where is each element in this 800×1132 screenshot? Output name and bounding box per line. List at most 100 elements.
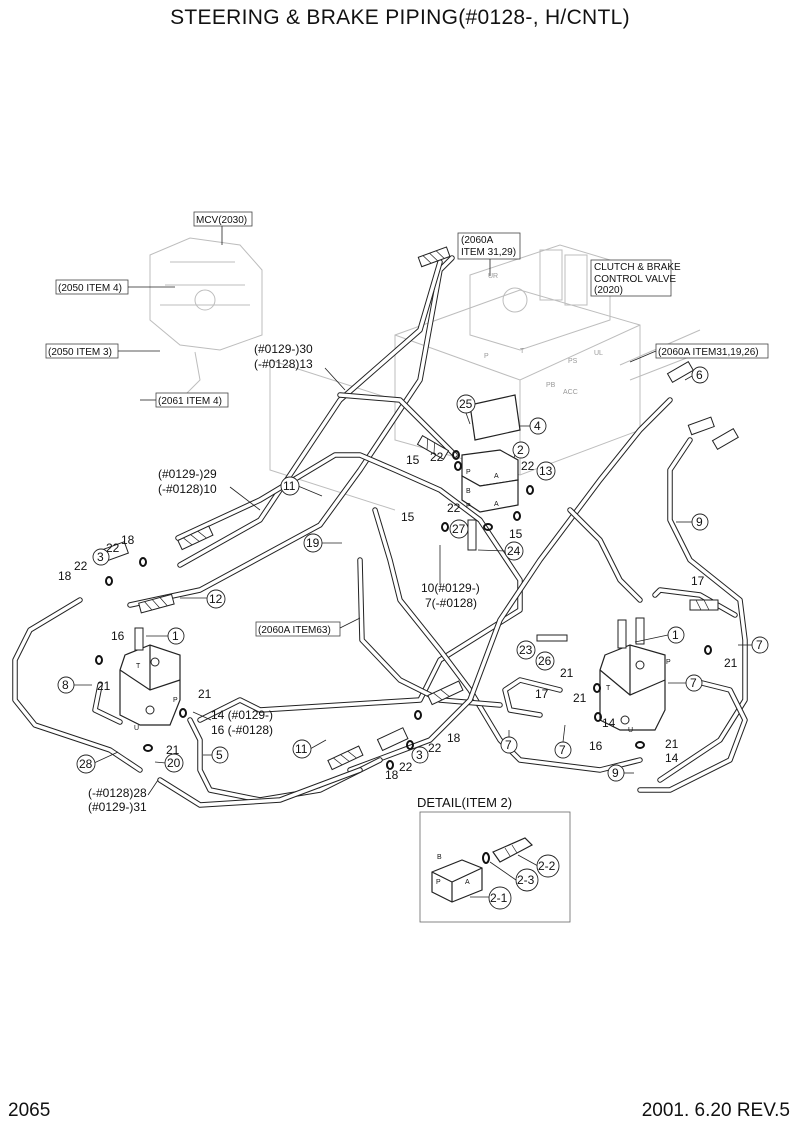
label-10b-variant: 10(#0129-): [421, 581, 480, 595]
callout-27: 27: [452, 522, 466, 536]
valve-block-right: P T U: [599, 617, 671, 734]
detail-item-2-3: 2-3: [517, 873, 535, 887]
callout-14c: 14: [665, 751, 679, 765]
ref-2060a-item63: (2060A ITEM63): [258, 625, 331, 636]
callout-21g: 21: [665, 737, 679, 751]
port-label-center-a2: A: [494, 501, 499, 508]
callout-22f: 22: [428, 741, 442, 755]
callout-21d: 21: [724, 656, 738, 670]
o-rings: [95, 450, 712, 770]
ref-2060a-item31: (2060A ITEM31,19,26): [658, 347, 759, 358]
pipe-63: [357, 557, 503, 708]
ref-2061-item-4: (2061 ITEM 4): [158, 396, 222, 407]
hose-fitting-9: [687, 416, 715, 436]
label-10-variant: (-#0128)10: [158, 482, 217, 496]
ghost-label-pb: PB: [546, 382, 556, 389]
ref-mcv: MCV(2030): [196, 215, 247, 226]
port-label-center-p: P: [466, 469, 471, 476]
label-31-variant: (#0129-)31: [88, 800, 147, 814]
ref-2060a-line1: (2060A: [461, 235, 494, 246]
valve-block-left: P T U: [119, 627, 181, 732]
pipe-5: [187, 717, 383, 803]
callout-11: 11: [283, 479, 296, 493]
ghost-label-acc: ACC: [563, 389, 578, 396]
callout-4: 4: [534, 419, 541, 433]
callout-2: 2: [517, 443, 524, 457]
callout-1b: 1: [672, 628, 679, 642]
callout-24: 24: [507, 544, 521, 558]
callout-19: 19: [306, 536, 320, 550]
detail-port-p: P: [436, 879, 441, 886]
ref-2050-item-4: (2050 ITEM 4): [58, 283, 122, 294]
callout-9b: 9: [612, 766, 619, 780]
label-16-variant: 16 (-#0128): [211, 723, 273, 737]
hose-fitting-6: [666, 360, 694, 384]
bolt-23: [536, 634, 568, 642]
ghost-label-ur: UR: [488, 273, 498, 280]
label-29-variant: (#0129-)29: [158, 467, 217, 481]
diagram-title: STEERING & BRAKE PIPING(#0128-, H/CNTL): [170, 6, 630, 29]
hose-fitting-17: [689, 599, 719, 611]
callout-7c: 7: [505, 738, 512, 752]
valve-block-center: P A B P A: [461, 394, 521, 513]
callout-13: 13: [539, 464, 553, 478]
callout-22d: 22: [447, 501, 461, 515]
ghost-label-ul: UL: [594, 350, 603, 357]
callout-6: 6: [696, 368, 703, 382]
port-label-right-t: T: [606, 685, 611, 692]
bolt-24: [467, 519, 477, 551]
hose-fitting-bottom: [327, 745, 364, 771]
port-label-center-p2: P: [466, 503, 471, 510]
ref-2050-item-3: (2050 ITEM 3): [48, 347, 112, 358]
callout-3b: 3: [416, 748, 423, 762]
callout-15a: 15: [406, 453, 420, 467]
detail-port-a: A: [465, 879, 470, 886]
part-callouts: 1 1 2 4 5 6 7: [57, 366, 769, 782]
callout-25: 25: [459, 397, 473, 411]
pipe-10: [177, 259, 443, 568]
hose-fitting-bottom-mid: [427, 680, 464, 706]
hose-fitting-3-bottom: [376, 727, 409, 752]
callout-21b: 21: [198, 687, 212, 701]
ghost-label-ps: PS: [568, 358, 578, 365]
pipe-28: [157, 767, 363, 808]
pipe-7-long: [372, 507, 643, 773]
label-7b-variant: 7(-#0128): [425, 596, 477, 610]
hose-fitting-left-2: [138, 593, 175, 614]
revision-stamp: 2001. 6.20 REV.5: [641, 1100, 790, 1121]
page-number: 2065: [8, 1100, 51, 1121]
label-13-variant: (-#0128)13: [254, 357, 313, 371]
pipe-8: [92, 682, 123, 725]
callout-22a: 22: [106, 541, 120, 555]
label-30-variant: (#0129-)30: [254, 342, 313, 356]
callout-8: 8: [62, 678, 69, 692]
callout-21c: 21: [166, 743, 180, 757]
hose-fitting-left-1: [177, 525, 214, 551]
callout-7b: 7: [690, 676, 697, 690]
pipe-left-loop: [12, 597, 143, 773]
hose-fittings: [97, 246, 739, 771]
pipe-6: [347, 397, 673, 773]
label-14-variant: 14 (#0129-): [211, 708, 273, 722]
callout-16b: 16: [589, 739, 603, 753]
port-label-left-p: P: [173, 697, 178, 704]
callout-17b: 17: [535, 687, 549, 701]
callout-12: 12: [209, 592, 223, 606]
port-label-right-p: P: [666, 659, 671, 666]
ghost-label-t: T: [520, 348, 525, 355]
label-28-variant: (-#0128)28: [88, 786, 147, 800]
detail-item-2-panel: DETAIL(ITEM 2) B P A 2-2 2-3 2-1: [417, 795, 571, 923]
callout-22e: 22: [521, 459, 535, 473]
pipe-9: [657, 437, 748, 783]
callout-22g: 22: [399, 760, 413, 774]
callout-1: 1: [172, 629, 179, 643]
callout-15c: 15: [509, 527, 523, 541]
ref-clutch-line3: (2020): [594, 285, 623, 296]
callout-23: 23: [519, 643, 533, 657]
callout-11b: 11: [295, 742, 308, 756]
callout-28: 28: [79, 757, 93, 771]
pipe-detail-loop: [502, 677, 563, 718]
port-label-left-t: T: [136, 663, 141, 670]
callout-21f: 21: [573, 691, 587, 705]
